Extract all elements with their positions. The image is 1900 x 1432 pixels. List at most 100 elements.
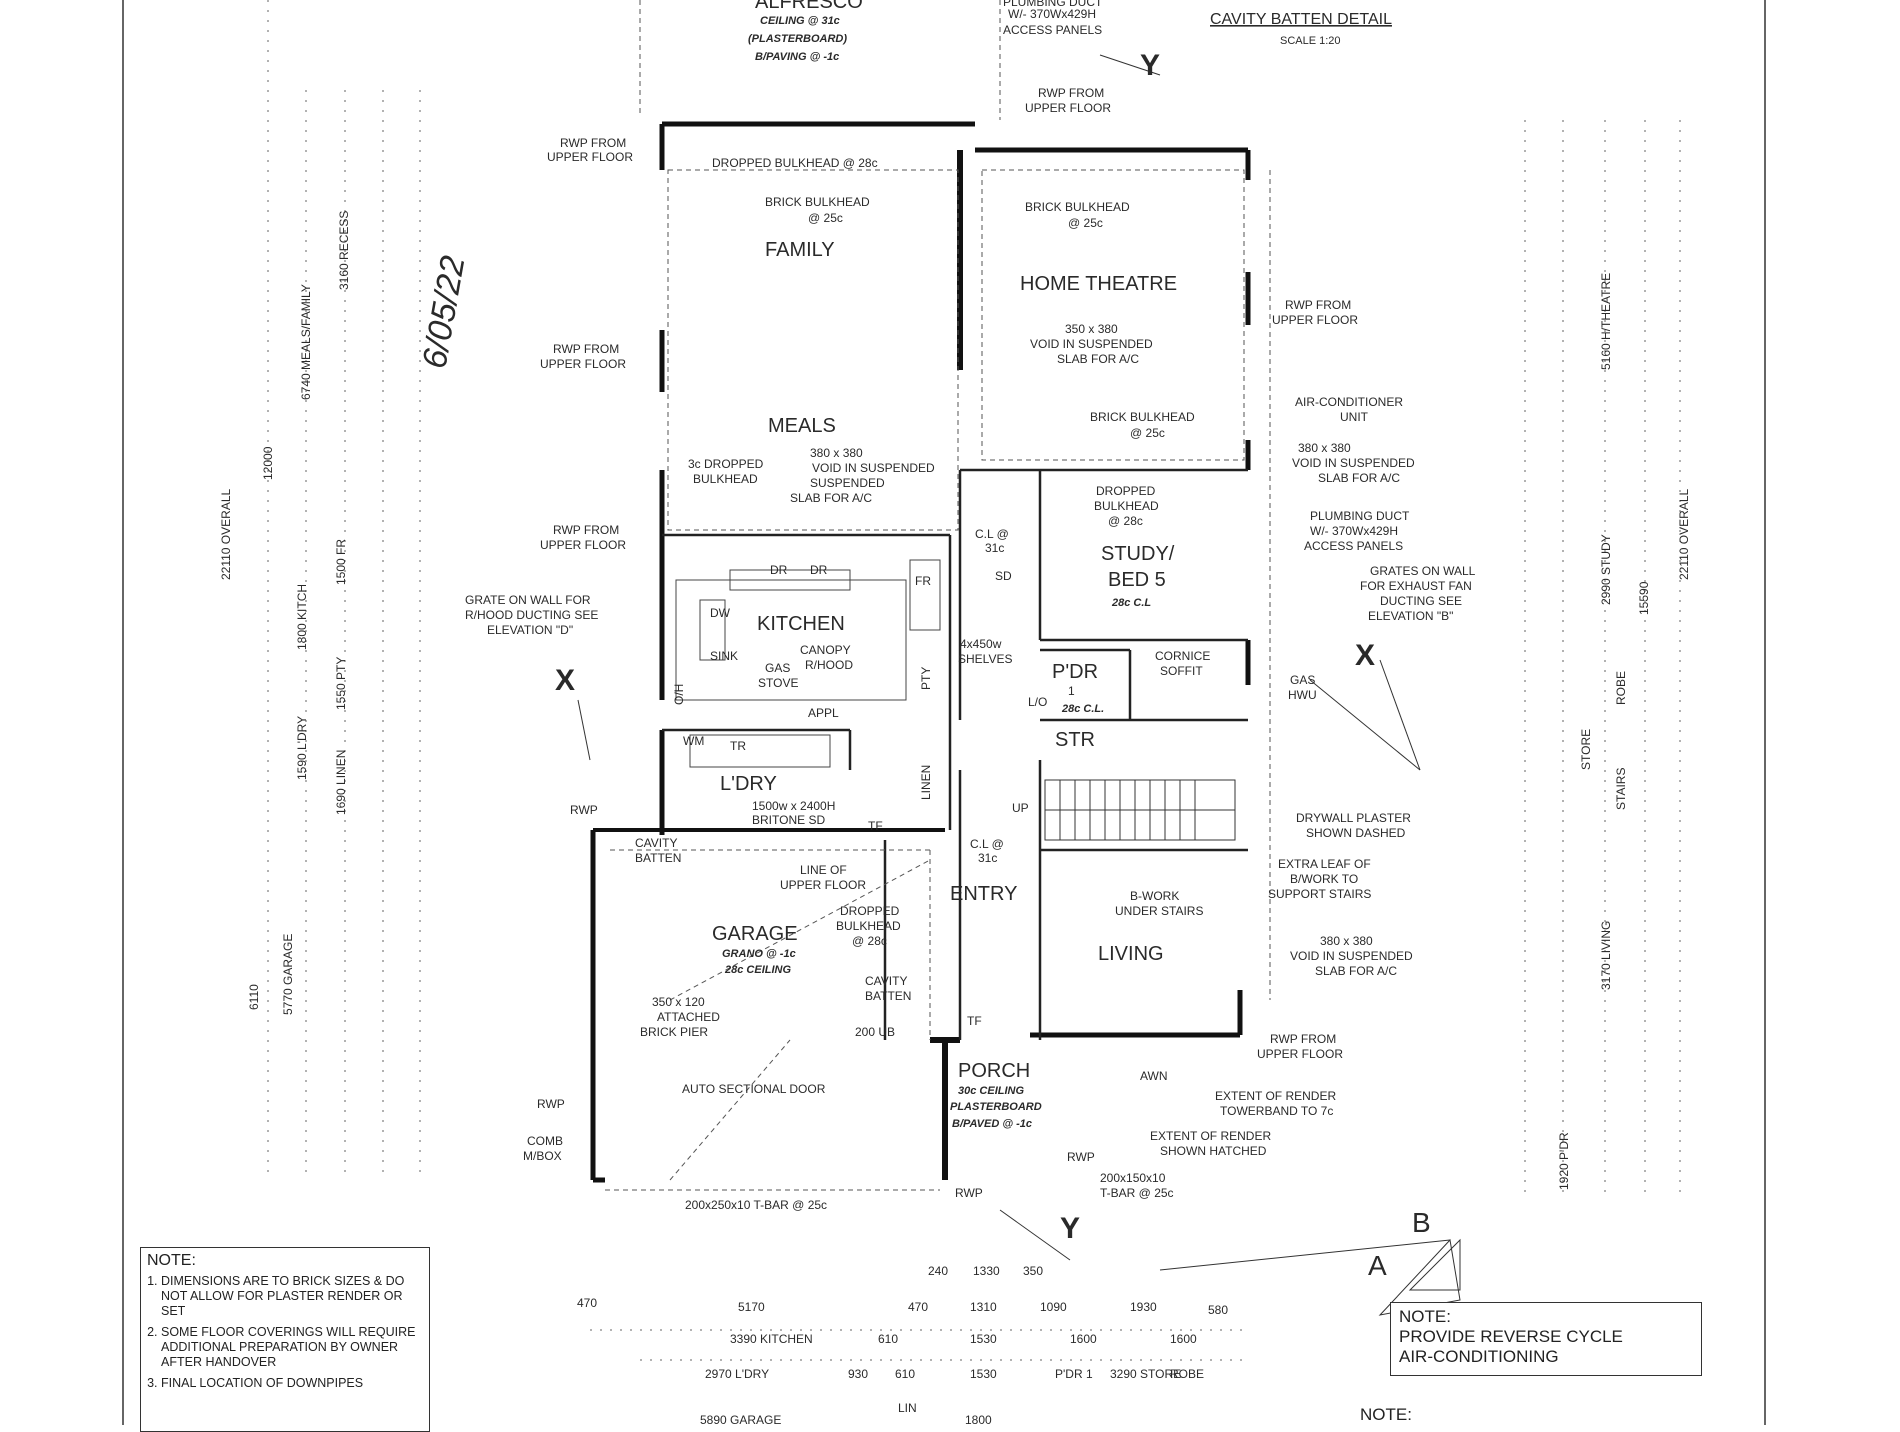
bottom-note-heading: NOTE: bbox=[1360, 1405, 1412, 1424]
brick-bulkhead-theatre: BRICK BULKHEAD bbox=[1025, 200, 1130, 214]
dim-right-1: 15590 bbox=[1637, 581, 1651, 615]
overhead: O/H bbox=[672, 684, 686, 705]
line-upper-2: UPPER FLOOR bbox=[780, 878, 866, 892]
ac-note-line1: PROVIDE REVERSE CYCLE bbox=[1399, 1327, 1623, 1346]
handwritten-date: 6/05/22 bbox=[415, 253, 472, 371]
kitchen-fittings bbox=[675, 559, 941, 768]
void-living-3: SLAB FOR A/C bbox=[1315, 964, 1397, 978]
void-meals-2: VOID IN SUSPENDED bbox=[812, 461, 935, 475]
grate-kitchen-1: GRATE ON WALL FOR bbox=[465, 593, 591, 607]
cavity-batten-1: CAVITY bbox=[635, 836, 677, 850]
dim-left-9: 1500 FR bbox=[334, 539, 348, 585]
grates-3: DUCTING SEE bbox=[1380, 594, 1462, 608]
void-theatre-2: VOID IN SUSPENDED bbox=[1030, 337, 1153, 351]
sched-row1-3: 1600 bbox=[1070, 1332, 1097, 1346]
dim-left-3: 3160 RECESS bbox=[337, 211, 351, 290]
sched-top-5: 470 bbox=[908, 1300, 928, 1314]
sched-top-1: 1330 bbox=[973, 1264, 1000, 1278]
section-x-right: X bbox=[1355, 639, 1375, 672]
rwp-6a: RWP FROM bbox=[1270, 1032, 1336, 1046]
cavity-batten-2b: BATTEN bbox=[865, 989, 911, 1003]
section-y-top: Y bbox=[1140, 49, 1160, 82]
tbar-porch-2: T-BAR @ 25c bbox=[1100, 1186, 1174, 1200]
dropped-bulkhead-family: DROPPED BULKHEAD @ 28c bbox=[712, 156, 878, 170]
sched-top-0: 240 bbox=[928, 1264, 948, 1278]
note-item: DIMENSIONS ARE TO BRICK SIZES & DO NOT A… bbox=[161, 1274, 423, 1319]
alfresco-ceiling: CEILING @ 31c bbox=[760, 15, 840, 27]
render-1: EXTENT OF RENDER bbox=[1215, 1089, 1336, 1103]
dropped-study: DROPPED bbox=[1096, 484, 1156, 498]
sched-row2-5: 3290 STORE bbox=[1110, 1367, 1181, 1381]
rwp-3b: UPPER FLOOR bbox=[540, 357, 626, 371]
dim-right-8: STORE bbox=[1579, 729, 1593, 770]
washing-machine: WM bbox=[683, 734, 704, 748]
void-study-1: 380 x 380 bbox=[1298, 441, 1351, 455]
room-meals: MEALS bbox=[768, 415, 836, 437]
render-4: SHOWN HATCHED bbox=[1160, 1144, 1267, 1158]
sched-row3-0: 5890 GARAGE bbox=[700, 1413, 781, 1425]
rwp-10: RWP bbox=[955, 1186, 983, 1200]
mbox: M/BOX bbox=[523, 1149, 562, 1163]
dashed-lines bbox=[605, 0, 1271, 1191]
void-meals-1: 380 x 380 bbox=[810, 446, 863, 460]
pier-3: BRICK PIER bbox=[640, 1025, 708, 1039]
plumbing-duct-2: W/- 370Wx429H bbox=[1310, 524, 1398, 538]
room-home-theatre: HOME THEATRE bbox=[1020, 273, 1177, 295]
dim-right-5: 1920 P'DR bbox=[1557, 1132, 1571, 1190]
dim-right-6: STAIRS bbox=[1614, 768, 1628, 810]
dim-left-6: 5770 GARAGE bbox=[281, 934, 295, 1015]
sched-row1-2: 1530 bbox=[970, 1332, 997, 1346]
stairs bbox=[1044, 779, 1236, 841]
ac-note-heading: NOTE: bbox=[1399, 1307, 1451, 1326]
void-meals-4: SLAB FOR A/C bbox=[790, 491, 872, 505]
hwu-label: HWU bbox=[1288, 688, 1317, 702]
cavity-batten-2: CAVITY bbox=[865, 974, 907, 988]
porch-ceiling: 30c CEILING bbox=[958, 1085, 1024, 1097]
dim-left-2: 6740 MEALS/FAMILY bbox=[299, 284, 313, 400]
room-powder: P'DR bbox=[1052, 661, 1098, 683]
rwp-2b: UPPER FLOOR bbox=[1025, 101, 1111, 115]
bwork-1: B-WORK bbox=[1130, 889, 1179, 903]
stove: STOVE bbox=[758, 676, 798, 690]
extra-leaf-2: B/WORK TO bbox=[1290, 872, 1358, 886]
trough: TR bbox=[730, 739, 746, 753]
ub: 200 UB bbox=[855, 1025, 895, 1039]
sched-row2-1: 930 bbox=[848, 1367, 868, 1381]
rwp-1b: UPPER FLOOR bbox=[547, 150, 633, 164]
plumbing-duct-top-2: W/- 370Wx429H bbox=[1008, 7, 1096, 21]
sched-row2-2: 610 bbox=[895, 1367, 915, 1381]
drywall-1: DRYWALL PLASTER bbox=[1296, 811, 1411, 825]
line-upper-1: LINE OF bbox=[800, 863, 847, 877]
dim-left-10: 1690 LINEN bbox=[334, 750, 348, 815]
britone-1: 1500w x 2400H bbox=[752, 799, 835, 813]
sched-row3-2: 1800 bbox=[965, 1413, 992, 1425]
grate-kitchen-2: R/HOOD DUCTING SEE bbox=[465, 608, 598, 622]
void-living-2: VOID IN SUSPENDED bbox=[1290, 949, 1413, 963]
brick-bulkhead-3b: @ 25c bbox=[1130, 426, 1165, 440]
gas-label: GAS bbox=[1290, 673, 1315, 687]
room-porch: PORCH bbox=[958, 1060, 1030, 1082]
dr-1: DR bbox=[770, 563, 788, 577]
dim-right-4: 3170 LIVING bbox=[1599, 921, 1613, 990]
brick-bulkhead-family: BRICK BULKHEAD bbox=[765, 195, 870, 209]
lo: L/O bbox=[1028, 695, 1047, 709]
rhood: R/HOOD bbox=[805, 658, 853, 672]
pier-2: ATTACHED bbox=[657, 1010, 720, 1024]
dim-right-2: 5160 H/THEATRE bbox=[1599, 273, 1613, 370]
external-walls bbox=[590, 121, 1251, 1183]
void-study-2: VOID IN SUSPENDED bbox=[1292, 456, 1415, 470]
powder-number: 1 bbox=[1068, 684, 1075, 698]
rwp-4b: UPPER FLOOR bbox=[1272, 313, 1358, 327]
sched-row1-1: 610 bbox=[878, 1332, 898, 1346]
tbar-garage: 200x250x10 T-BAR @ 25c bbox=[685, 1198, 827, 1212]
sched-top-4: 5170 bbox=[738, 1300, 765, 1314]
dw: DW bbox=[710, 606, 731, 620]
sched-row2-6: ROBE bbox=[1170, 1367, 1204, 1381]
internal-walls bbox=[662, 468, 1248, 1040]
sink: SINK bbox=[710, 649, 738, 663]
sched-top-8: 1930 bbox=[1130, 1300, 1157, 1314]
note-item: SOME FLOOR COVERINGS WILL REQUIRE ADDITI… bbox=[161, 1325, 423, 1370]
render-3: EXTENT OF RENDER bbox=[1150, 1129, 1271, 1143]
sched-row1-0: 3390 KITCHEN bbox=[730, 1332, 813, 1346]
